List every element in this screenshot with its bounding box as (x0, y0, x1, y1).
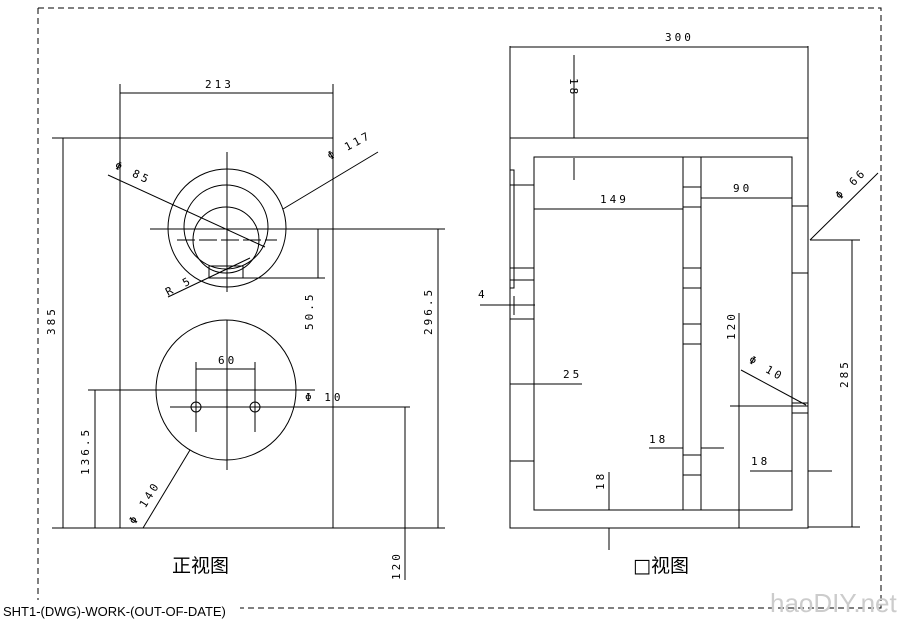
front-panel (119, 137, 334, 529)
dim-port-height: 285 (838, 359, 851, 388)
dim-front-thick: 25 (563, 368, 582, 381)
dim-height: 385 (45, 306, 58, 335)
dim-hole-dia: Φ 10 (305, 391, 344, 404)
front-view: 213 385 Φ 85 Φ 117 R 5 50.5 296.5 60 Φ 1… (45, 78, 445, 580)
dim-baffle: 4 (478, 288, 488, 301)
sheet-border (37, 7, 882, 609)
dim-tweeter-radius: R 5 (163, 274, 195, 299)
dim-bottom: 120 (390, 551, 403, 580)
side-inner (533, 156, 793, 511)
side-view: 300 18 149 90 Φ 66 285 4 25 120 Φ 10 18 … (478, 31, 879, 577)
dim-depth: 300 (665, 31, 694, 44)
dim-front-depth: 149 (600, 193, 629, 206)
dim-port-dia: Φ 66 (833, 166, 869, 202)
dim-woofer-dia: Φ 140 (127, 479, 164, 527)
dim-rear-thick: 18 (751, 455, 770, 468)
status-line: SHT1-(DWG)-WORK-(OUT-OF-DATE) (3, 604, 226, 619)
side-outer (509, 137, 809, 529)
side-view-title: □视图 (633, 555, 689, 577)
front-view-title: 正视图 (172, 555, 229, 577)
dim-width: 213 (205, 78, 234, 91)
dim-top-thick: 18 (567, 78, 580, 97)
watermark: haoDIY.net (770, 588, 898, 618)
dim-tweeter-dia: Φ 85 (113, 159, 153, 187)
dim-hole-spacing: 60 (218, 354, 237, 367)
dim-rear-depth: 90 (733, 182, 752, 195)
dim-terminal-dia: Φ 10 (747, 353, 787, 384)
dim-bottom-thick: 18 (594, 471, 607, 490)
dim-tweeter-offset: 50.5 (303, 292, 316, 331)
dim-height-120: 120 (725, 311, 738, 340)
dim-woofer-height: 136.5 (79, 427, 92, 475)
dim-brace: 18 (649, 433, 668, 446)
dim-tweeter-height: 296.5 (422, 287, 435, 335)
